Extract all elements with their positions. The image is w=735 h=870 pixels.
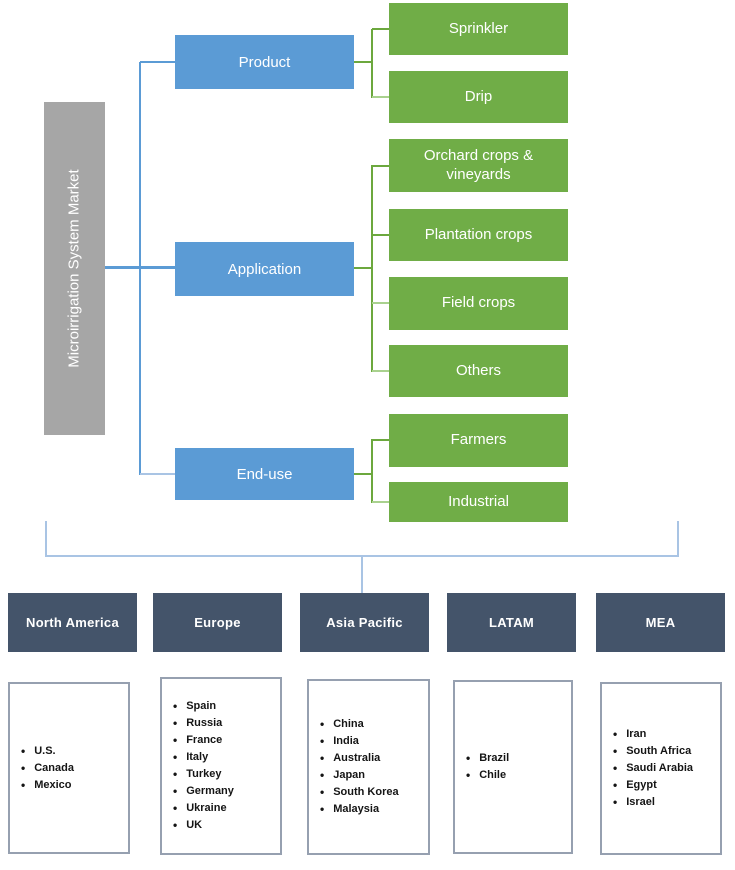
connector-fieldcrops-stub [372, 302, 389, 304]
country-item: China [320, 716, 399, 733]
region-latam-label: LATAM [488, 615, 535, 630]
child-drip-label: Drip [464, 87, 493, 105]
region-header-latam: LATAM [447, 593, 576, 652]
country-item: U.S. [21, 743, 74, 760]
connector-product-bracket [371, 29, 373, 98]
country-item: Saudi Arabia [613, 760, 693, 777]
root-market-box: Microirrigation System Market [44, 102, 105, 435]
region-north-america-label: North America [26, 615, 119, 630]
country-item: Malaysia [320, 801, 399, 818]
country-item: Mexico [21, 777, 74, 794]
region-header-north-america: North America [8, 593, 137, 652]
connector-product-branch [354, 61, 372, 63]
child-orchard-label: Orchard crops & vineyards [423, 146, 534, 183]
country-list: China India Australia Japan South Korea … [309, 716, 401, 818]
country-list: Spain Russia France Italy Turkey Germany… [162, 698, 236, 834]
country-item: France [173, 732, 234, 749]
region-header-asia-pacific: Asia Pacific [300, 593, 429, 652]
child-fieldcrops-box: Field crops [389, 277, 568, 330]
child-industrial-label: Industrial [448, 492, 509, 510]
country-item: Japan [320, 767, 399, 784]
region-header-mea: MEA [596, 593, 725, 652]
connector-enduse-bracket [371, 439, 373, 503]
connector-application-branch [354, 267, 372, 269]
child-farmers-label: Farmers [450, 431, 507, 449]
child-industrial-box: Industrial [389, 482, 568, 522]
segment-product-label: Product [238, 53, 291, 71]
region-europe-label: Europe [194, 615, 241, 630]
connector-sprinkler-stub [372, 28, 389, 30]
connector-farmers-stub [372, 439, 389, 441]
region-list-latam: Brazil Chile [453, 680, 573, 854]
country-list: Brazil Chile [455, 750, 511, 784]
region-list-europe: Spain Russia France Italy Turkey Germany… [160, 677, 282, 855]
country-item: Brazil [466, 750, 509, 767]
country-item: Ukraine [173, 800, 234, 817]
region-asia-pacific-label: Asia Pacific [326, 615, 403, 630]
connector-application-bracket [371, 165, 373, 372]
connector-product-stub [140, 61, 176, 63]
connector-plantation-stub [372, 234, 389, 236]
connector-industrial-stub [372, 501, 389, 503]
child-plantation-label: Plantation crops [424, 225, 533, 243]
segment-enduse-label: End-use [236, 465, 293, 483]
country-item: Chile [466, 767, 509, 784]
segment-enduse-box: End-use [175, 448, 354, 500]
child-fieldcrops-label: Field crops [441, 294, 516, 312]
child-drip-box: Drip [389, 71, 568, 123]
country-list: U.S. Canada Mexico [10, 743, 76, 794]
country-list: Iran South Africa Saudi Arabia Egypt Isr… [602, 726, 695, 811]
segment-application-box: Application [175, 242, 354, 296]
connector-drip-stub [372, 96, 389, 98]
connector-root-to-application [105, 266, 175, 269]
region-mea-label: MEA [645, 615, 676, 630]
region-list-asia-pacific: China India Australia Japan South Korea … [307, 679, 430, 855]
region-list-mea: Iran South Africa Saudi Arabia Egypt Isr… [600, 682, 722, 855]
child-farmers-box: Farmers [389, 414, 568, 467]
connector-regions-left [45, 521, 47, 557]
country-item: Turkey [173, 766, 234, 783]
country-item: Canada [21, 760, 74, 777]
connector-enduse-branch [354, 473, 372, 475]
country-item: Israel [613, 794, 693, 811]
child-plantation-box: Plantation crops [389, 209, 568, 261]
country-item: Germany [173, 783, 234, 800]
connector-orchard-stub [372, 165, 389, 167]
country-item: Australia [320, 750, 399, 767]
segment-product-box: Product [175, 35, 354, 89]
country-item: South Korea [320, 784, 398, 801]
connector-regions-right [677, 521, 679, 557]
connector-others-stub [372, 370, 389, 372]
country-item: Spain [173, 698, 234, 715]
country-item: India [320, 733, 399, 750]
connector-regions-center-drop [361, 557, 363, 593]
child-others-box: Others [389, 345, 568, 397]
segment-application-label: Application [227, 260, 302, 278]
connector-regions-horizontal [45, 555, 679, 557]
region-header-europe: Europe [153, 593, 282, 652]
country-item: Egypt [613, 777, 693, 794]
child-orchard-box: Orchard crops & vineyards [389, 139, 568, 192]
country-item: UK [173, 817, 234, 834]
child-others-label: Others [455, 361, 501, 379]
child-sprinkler-label: Sprinkler [448, 19, 509, 37]
country-item: South Africa [613, 743, 693, 760]
connector-enduse-stub [140, 473, 175, 475]
country-item: Russia [173, 715, 234, 732]
root-market-label: Microirrigation System Market [66, 169, 84, 368]
country-item: Italy [173, 749, 234, 766]
child-sprinkler-box: Sprinkler [389, 3, 568, 55]
region-list-north-america: U.S. Canada Mexico [8, 682, 130, 854]
country-item: Iran [613, 726, 693, 743]
